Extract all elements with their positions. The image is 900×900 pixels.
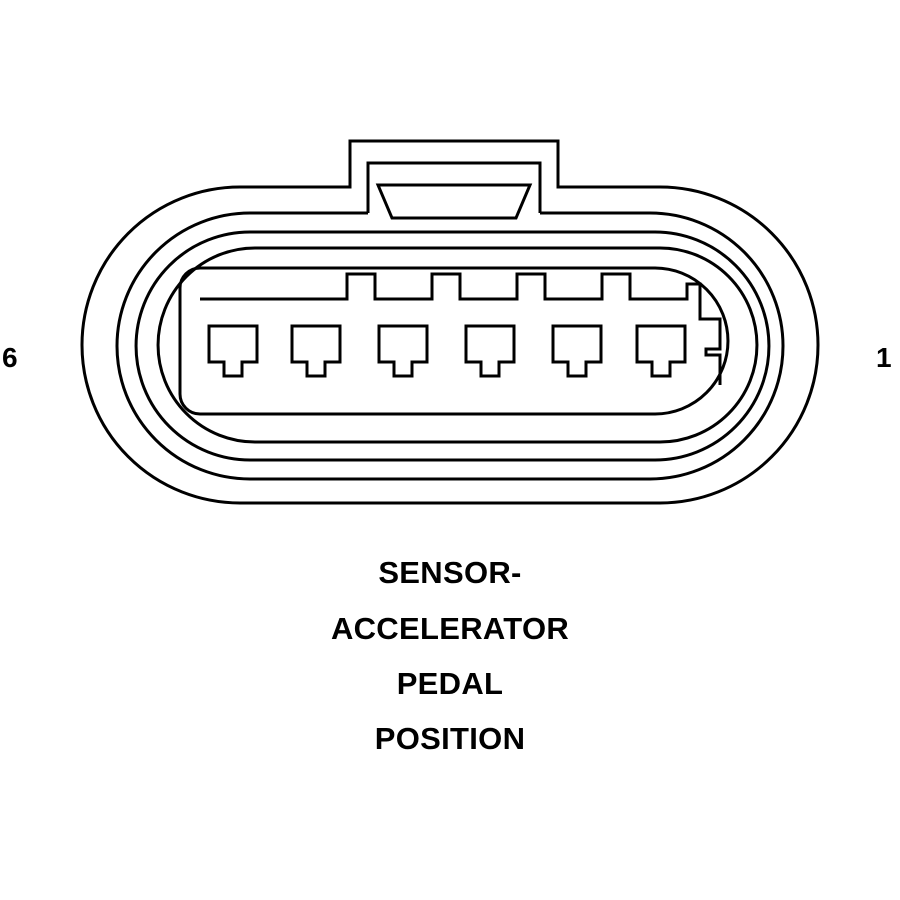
terminal-cavity-3 (464, 324, 516, 378)
connector-latch-ramp (375, 183, 533, 220)
connector-keying-ridge (200, 272, 722, 385)
terminal-cavity-4 (377, 324, 429, 378)
connector-ring-3 (134, 230, 771, 462)
caption-line-2: ACCELERATOR (330, 611, 570, 646)
terminal-cavity-1 (635, 324, 687, 378)
connector-latch (366, 161, 542, 213)
caption-line-1: SENSOR- (378, 555, 522, 590)
connector-outer-shell (80, 139, 820, 505)
caption-line-3: PEDAL (396, 666, 504, 701)
connector-cavity-face (178, 266, 730, 416)
connector-ring-4 (156, 246, 759, 444)
pin-number-left: 6 (2, 342, 18, 373)
pin-number-right: 1 (876, 342, 892, 373)
terminal-cavity-5 (290, 324, 342, 378)
terminal-cavity-2 (551, 324, 603, 378)
terminal-cavities (207, 324, 687, 378)
caption-line-4: POSITION (374, 721, 526, 756)
connector-ring-2 (115, 211, 785, 481)
terminal-cavity-6 (207, 324, 259, 378)
